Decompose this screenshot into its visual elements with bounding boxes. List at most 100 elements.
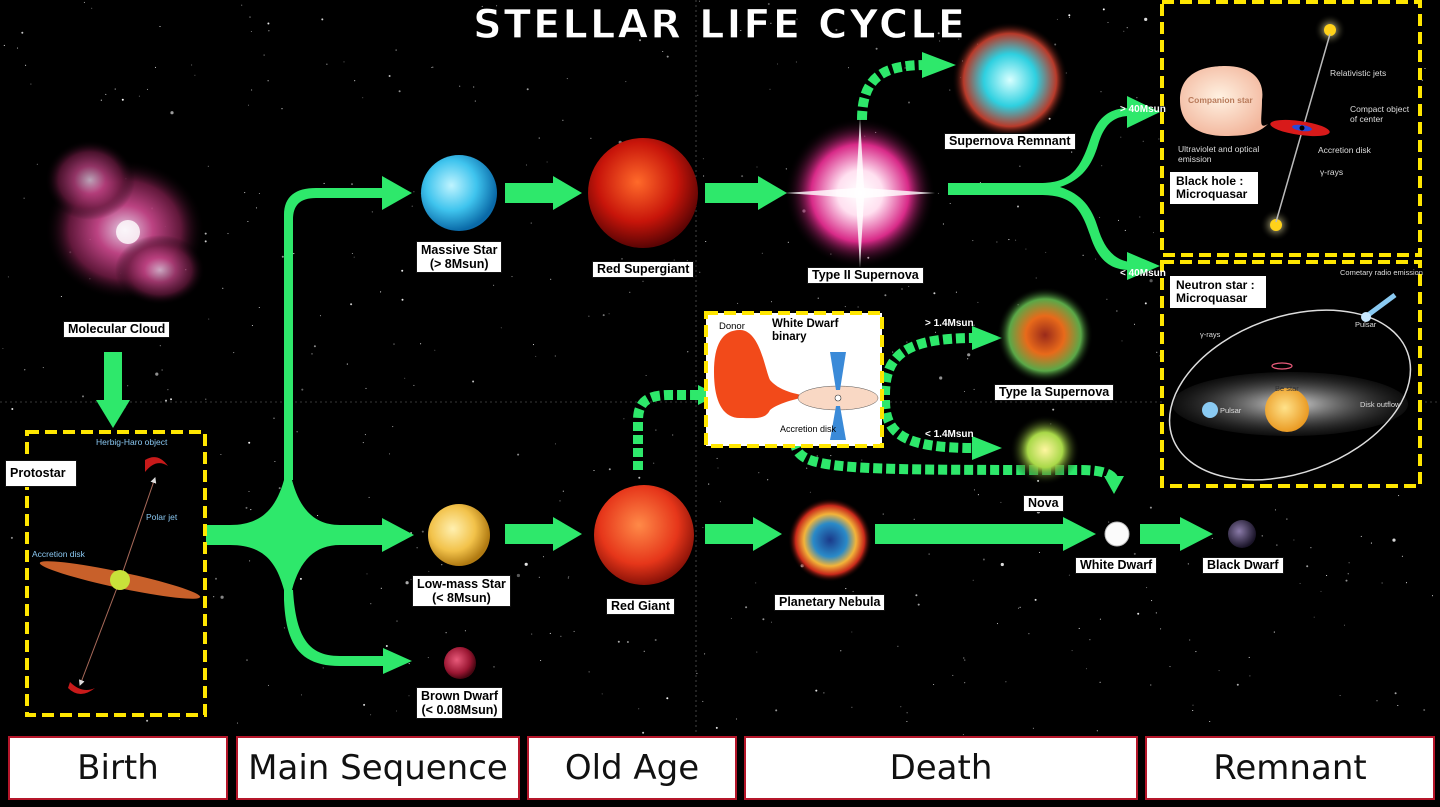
star-dot xyxy=(823,692,825,694)
star-dot xyxy=(1015,239,1017,241)
star-dot xyxy=(1123,30,1125,32)
star-dot xyxy=(1339,694,1341,697)
star-dot xyxy=(404,377,406,379)
pulsar-label: Pulsar xyxy=(1220,406,1242,415)
star-dot xyxy=(1099,681,1101,683)
bh-gamma-label: γ-rays xyxy=(1320,167,1344,177)
star-dot xyxy=(1151,600,1153,602)
star-dot xyxy=(851,706,853,708)
star-dot xyxy=(249,16,251,18)
star-dot xyxy=(1034,598,1037,601)
star-dot xyxy=(366,573,368,575)
stage-remnant: Remnant xyxy=(1145,736,1435,800)
star-dot xyxy=(30,83,32,85)
star-dot xyxy=(154,66,157,68)
star-dot xyxy=(353,256,355,258)
ns-gamma-label: γ-rays xyxy=(1200,330,1221,339)
star-dot xyxy=(311,353,313,355)
star-dot xyxy=(770,301,773,303)
star-dot xyxy=(608,468,611,471)
star-dot xyxy=(267,80,269,82)
star-dot xyxy=(11,408,14,410)
low-mass-star-name: Low-mass Star xyxy=(417,577,506,591)
star-dot xyxy=(362,97,364,99)
black-dwarf xyxy=(1228,520,1256,548)
star-dot xyxy=(1370,542,1372,544)
supernova-remnant-label: Supernova Remnant xyxy=(945,134,1075,149)
star-dot xyxy=(755,582,757,584)
star-dot xyxy=(933,683,935,686)
star-dot xyxy=(1136,97,1138,99)
brown-dwarf xyxy=(444,647,476,679)
star-dot xyxy=(906,341,908,343)
star-dot xyxy=(322,667,324,669)
massive-star-mass: (> 8Msun) xyxy=(429,257,489,271)
star-dot xyxy=(3,44,5,46)
star-dot xyxy=(1036,510,1040,514)
star-dot xyxy=(408,695,410,697)
star-dot xyxy=(445,632,447,634)
star-dot xyxy=(1320,590,1322,592)
star-dot xyxy=(530,222,532,224)
star-dot xyxy=(281,108,283,110)
star-dot xyxy=(897,645,899,647)
star-dot xyxy=(421,530,424,533)
star-dot xyxy=(568,576,570,578)
star-dot xyxy=(1401,555,1403,557)
star-dot xyxy=(1108,521,1110,523)
star-dot xyxy=(964,682,966,684)
threshold-lt40: < 40Msun xyxy=(1120,268,1166,279)
star-dot xyxy=(25,64,27,66)
star-dot xyxy=(972,240,974,242)
star-dot xyxy=(1124,229,1126,231)
star-dot xyxy=(432,66,434,68)
star-dot xyxy=(540,659,542,662)
threshold-lt14: < 1.4Msun xyxy=(925,429,974,440)
star-dot xyxy=(967,353,971,357)
star-dot xyxy=(698,0,701,2)
star-dot xyxy=(1144,17,1148,21)
star-dot xyxy=(590,137,592,139)
bh-accretion-label: Accretion disk xyxy=(1318,145,1371,155)
star-dot xyxy=(380,587,382,589)
star-dot xyxy=(702,700,704,702)
star-dot xyxy=(138,95,140,97)
star-dot xyxy=(767,479,769,481)
star-dot xyxy=(233,352,235,354)
star-dot xyxy=(1155,612,1157,614)
massive-star-name: Massive Star xyxy=(421,243,498,257)
star-dot xyxy=(917,603,920,606)
star-dot xyxy=(963,657,965,659)
star-dot xyxy=(741,175,744,178)
star-dot xyxy=(354,80,356,82)
star-dot xyxy=(274,460,276,463)
star-dot xyxy=(562,490,564,492)
star-dot xyxy=(346,363,348,365)
star-dot xyxy=(761,252,763,254)
star-dot xyxy=(1274,509,1277,511)
star-dot xyxy=(241,4,243,6)
star-dot xyxy=(526,88,529,91)
stage-main-sequence: Main Sequence xyxy=(236,736,520,800)
star-dot xyxy=(892,351,894,353)
star-dot xyxy=(904,67,906,69)
binary-panel xyxy=(704,311,884,448)
star-dot xyxy=(161,369,163,371)
star-dot xyxy=(638,708,640,710)
star-dot xyxy=(934,331,937,333)
star-dot xyxy=(1376,700,1378,702)
star-dot xyxy=(815,689,818,692)
star-dot xyxy=(1424,67,1426,70)
star-dot xyxy=(1126,27,1128,29)
star-dot xyxy=(350,303,353,306)
star-dot xyxy=(845,588,847,590)
star-dot xyxy=(459,85,461,87)
star-dot xyxy=(1005,681,1007,683)
star-dot xyxy=(977,301,979,303)
star-dot xyxy=(371,211,373,213)
star-dot xyxy=(1394,692,1397,695)
star-dot xyxy=(1019,165,1021,167)
star-dot xyxy=(481,5,483,7)
star-dot xyxy=(251,89,253,91)
